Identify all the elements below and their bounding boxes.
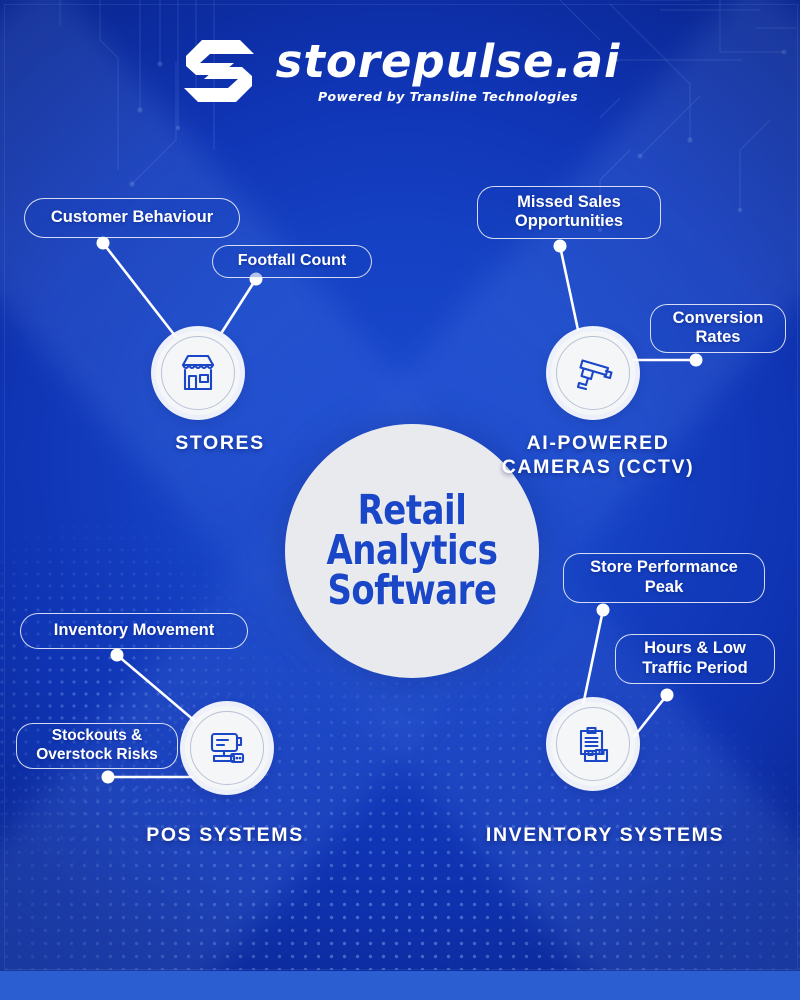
- node-caption-inventory: INVENTORY SYSTEMS: [485, 824, 725, 846]
- footer-bar: [0, 971, 800, 1000]
- node-inventory[interactable]: [551, 702, 635, 786]
- pos-terminal-icon: [210, 732, 245, 764]
- label-hours-low-traffic-period[interactable]: Hours & Low Traffic Period: [615, 634, 775, 684]
- label-store-performance-peak[interactable]: Store Performance Peak: [563, 553, 765, 603]
- label-footfall-count[interactable]: Footfall Count: [212, 245, 372, 278]
- label-inventory-movement[interactable]: Inventory Movement: [20, 613, 248, 649]
- center-title-line-3: Software: [327, 565, 497, 614]
- label-hours-low-traffic-line-2: Traffic Period: [642, 658, 748, 677]
- center-title-line-1: Retail: [357, 486, 467, 535]
- brand-tagline: Powered by Transline Technologies: [318, 88, 578, 104]
- node-caption-cctv-line-1: AI-POWERED: [526, 432, 670, 454]
- label-store-performance-line-1: Store Performance: [590, 558, 738, 577]
- center-hub: Retail Analytics Software: [285, 424, 539, 678]
- label-stockouts-overstock-risks[interactable]: Stockouts & Overstock Risks: [16, 723, 178, 769]
- label-customer-behaviour[interactable]: Customer Behaviour: [24, 198, 240, 238]
- node-cctv[interactable]: [551, 331, 635, 415]
- center-title: Retail Analytics Software: [326, 486, 498, 614]
- node-caption-pos: POS SYSTEMS: [146, 824, 304, 846]
- brand-name: storepulse.ai: [275, 34, 621, 88]
- security-camera-icon: [576, 359, 613, 391]
- label-missed-sales-opportunities[interactable]: Missed Sales Opportunities: [477, 186, 661, 239]
- label-conversion-rates-line-1: Conversion: [672, 308, 764, 327]
- center-title-line-2: Analytics: [326, 526, 498, 575]
- label-stockouts-line-2: Overstock Risks: [36, 745, 158, 763]
- node-stores[interactable]: [156, 331, 240, 415]
- clipboard-boxes-icon: [579, 726, 609, 763]
- node-caption-cctv: AI-POWERED CAMERAS (CCTV): [470, 432, 726, 480]
- circuit-pattern-decoration: [59, 0, 796, 233]
- node-pos[interactable]: [185, 706, 269, 790]
- node-caption-stores: STORES: [175, 432, 265, 454]
- node-caption-cctv-line-2: CAMERAS (CCTV): [501, 455, 695, 478]
- label-store-performance-line-2: Peak: [644, 577, 684, 596]
- label-conversion-rates-line-2: Rates: [695, 328, 741, 346]
- storepulse-s-monogram-icon: [183, 40, 254, 102]
- label-conversion-rates[interactable]: Conversion Rates: [650, 304, 786, 353]
- label-hours-low-traffic-line-1: Hours & Low: [644, 639, 746, 658]
- label-missed-sales-line-2: Opportunities: [514, 212, 624, 230]
- brand-logo: storepulse.ai Powered by Transline Techn…: [0, 38, 800, 104]
- label-missed-sales-line-1: Missed Sales: [517, 192, 621, 211]
- label-stockouts-line-1: Stockouts &: [51, 727, 143, 745]
- storefront-icon: [181, 354, 215, 391]
